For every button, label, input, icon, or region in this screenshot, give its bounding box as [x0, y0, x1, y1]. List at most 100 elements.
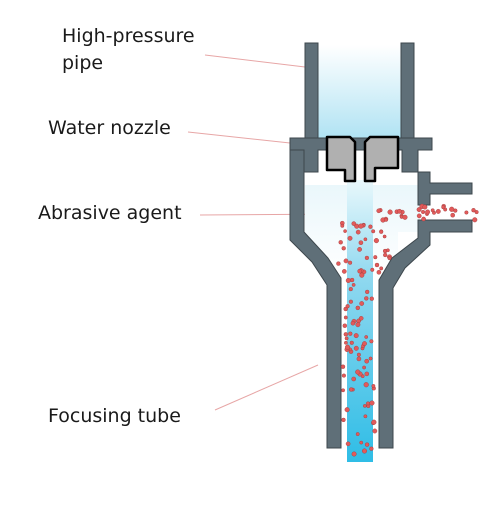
abrasive-particle	[382, 234, 387, 239]
abrasive-particle	[416, 207, 422, 213]
abrasive-particle	[372, 428, 378, 434]
abrasive-particle	[344, 407, 350, 413]
abrasive-particle	[349, 387, 354, 392]
abrasive-particle	[358, 240, 364, 245]
abrasive-particle	[471, 208, 476, 213]
abrasive-particle	[341, 417, 346, 423]
abrasive-particle-icon	[336, 203, 479, 457]
abrasive-particle	[359, 440, 364, 445]
abrasive-particle	[421, 216, 426, 222]
abrasive-particle	[364, 255, 370, 261]
abrasive-particle	[376, 270, 382, 275]
abrasive-particle	[356, 356, 362, 362]
abrasive-particle	[343, 332, 348, 337]
abrasive-particle	[369, 339, 374, 344]
abrasive-particle	[345, 304, 350, 309]
abrasive-particle	[464, 210, 469, 215]
abrasive-particle	[344, 340, 348, 345]
abrasive-particle	[425, 209, 431, 215]
abrasive-particle	[370, 267, 375, 272]
abrasive-particle	[355, 432, 360, 436]
abrasive-particle	[371, 384, 376, 388]
label-focusing-tube: Focusing tube	[48, 405, 181, 427]
abrasive-particle	[450, 212, 455, 218]
abrasive-particle	[416, 213, 422, 219]
abrasive-particle	[357, 247, 362, 252]
abrasive-particle	[362, 404, 367, 408]
abrasive-particle	[348, 299, 353, 304]
abrasive-particle	[340, 364, 346, 369]
abrasive-particle	[348, 260, 353, 265]
abrasive-particle	[358, 316, 364, 321]
abrasive-particle	[341, 246, 346, 251]
abrasive-particle	[364, 335, 369, 339]
abrasive-particle	[348, 331, 353, 336]
abrasive-particle	[441, 205, 446, 210]
abrasive-particle	[474, 210, 479, 215]
abrasive-particle	[341, 373, 346, 378]
abrasive-particle	[363, 414, 368, 419]
abrasive-particle	[358, 223, 364, 229]
abrasive-particle	[363, 382, 369, 388]
abrasive-particle	[343, 315, 348, 320]
abrasive-particle	[353, 345, 359, 351]
leader-line-water-nozzle	[187, 131, 291, 144]
leader-line-high-pressure-pipe	[204, 54, 306, 68]
abrasive-particle	[379, 229, 384, 234]
abrasive-particle	[421, 209, 426, 215]
abrasive-particle	[359, 301, 365, 306]
abrasive-particle	[363, 237, 368, 242]
abrasive-particle	[364, 358, 369, 364]
abrasive-particle	[351, 221, 357, 226]
abrasive-particle	[349, 340, 354, 345]
abrasive-particle	[383, 252, 388, 258]
abrasive-particle	[344, 336, 349, 341]
abrasive-particle	[338, 240, 343, 245]
abrasive-particle	[344, 344, 351, 350]
abrasive-particle	[472, 217, 478, 223]
abrasive-particle	[356, 352, 361, 357]
abrasive-particle	[362, 341, 367, 346]
abrasive-particle	[365, 289, 370, 295]
abrasive-particle	[343, 258, 349, 264]
abrasive-particle	[371, 229, 376, 234]
abrasive-particle	[376, 208, 381, 214]
abrasive-particle	[379, 266, 384, 271]
abrasive-particle	[355, 229, 361, 235]
abrasive-particle	[364, 296, 369, 301]
abrasive-particle	[355, 322, 361, 328]
abrasive-particle	[340, 223, 345, 228]
abrasive-particle	[343, 229, 347, 233]
abrasive-particle	[422, 204, 428, 210]
label-abrasive-agent: Abrasive agent	[38, 202, 182, 224]
abrasive-particle	[369, 400, 375, 406]
abrasive-particle	[386, 248, 390, 253]
abrasive-particle	[364, 442, 370, 447]
abrasive-particle	[387, 256, 392, 261]
abrasive-particle	[362, 365, 366, 370]
abrasive-particle	[384, 217, 388, 222]
abrasive-particle	[373, 238, 379, 244]
abrasive-particle	[366, 401, 370, 406]
abrasive-particle	[368, 356, 373, 361]
abrasive-particle	[373, 255, 378, 260]
abrasive-particle	[345, 441, 351, 447]
leader-line-focusing-tube	[214, 364, 319, 411]
abrasive-particle	[341, 388, 345, 393]
abrasive-particle	[364, 371, 370, 377]
abrasive-particle	[355, 305, 360, 311]
pipe-water	[318, 45, 401, 148]
abrasive-particle	[349, 277, 355, 283]
abrasive-particle	[336, 261, 341, 266]
abrasive-particle	[341, 269, 347, 274]
abrasive-particle	[342, 323, 347, 328]
abrasive-particle	[353, 333, 359, 339]
abrasive-particle	[345, 278, 351, 283]
abrasive-particle	[430, 208, 435, 213]
label-high-pressure-pipe-line2: pipe	[62, 52, 104, 74]
abrasive-particle	[347, 235, 353, 241]
label-water-nozzle: Water nozzle	[48, 117, 171, 139]
abrasive-particle	[348, 287, 353, 292]
leader-lines	[187, 54, 353, 411]
abrasive-particle	[371, 419, 377, 425]
